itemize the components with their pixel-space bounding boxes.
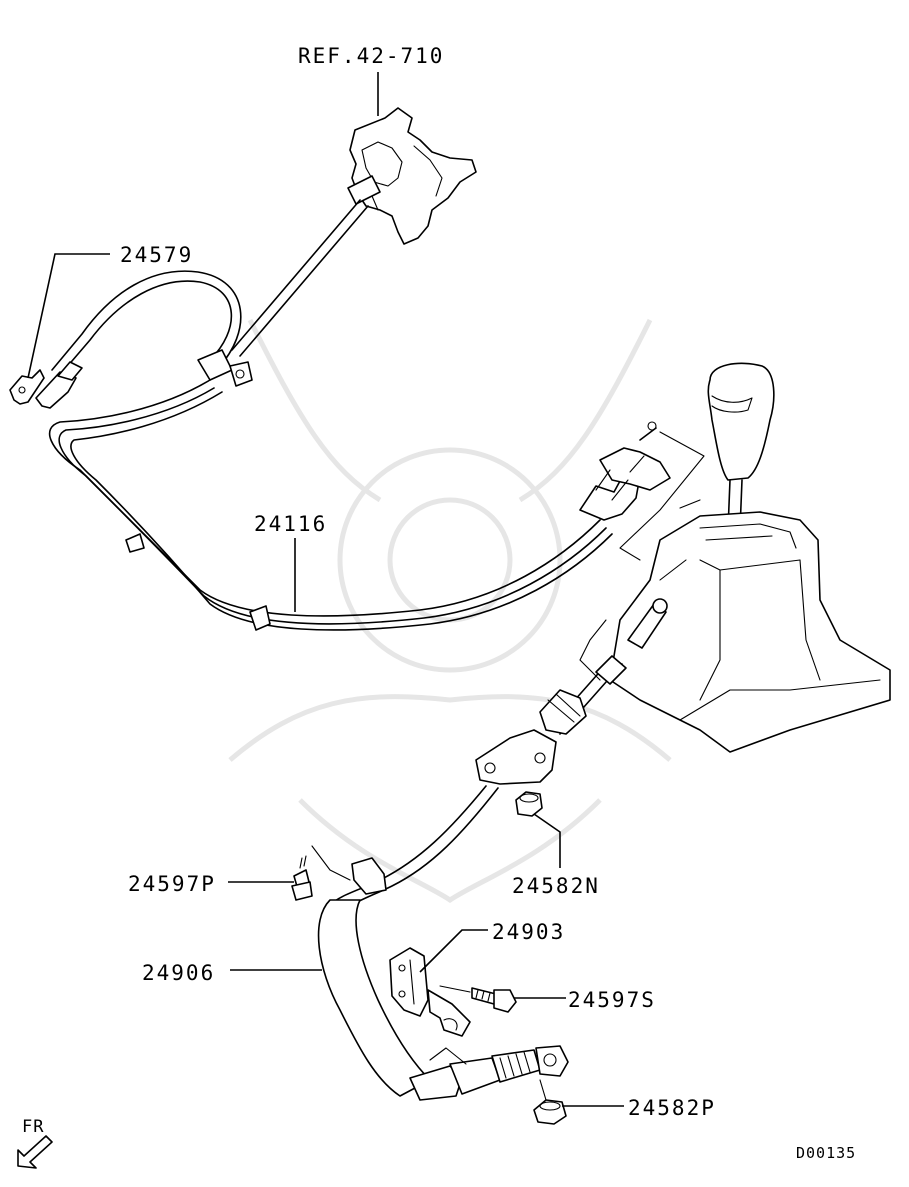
part-label-24597P: 24597P: [128, 872, 216, 896]
ref-assembly: [347, 107, 477, 245]
leader-24582N: [533, 813, 561, 868]
cable-24116: [35, 199, 671, 631]
front-direction-arrow-icon: [17, 1135, 53, 1169]
part-label-24582P: 24582P: [628, 1096, 716, 1120]
part-label-24116: 24116: [254, 512, 327, 536]
bolt-24597P: [291, 845, 351, 901]
leader-lines: [27, 72, 624, 1107]
part-label-24903: 24903: [492, 920, 565, 944]
part-label-24906: 24906: [142, 961, 215, 985]
part-label-24597S: 24597S: [568, 988, 656, 1012]
watermark-emblem: [228, 318, 672, 904]
part-label-24582N: 24582N: [512, 874, 600, 898]
diagram-code: D00135: [796, 1144, 856, 1162]
clip-24579: [9, 369, 45, 405]
ref-label: REF.42-710: [298, 44, 444, 68]
leader-24579: [27, 253, 110, 379]
direction-label: FR: [22, 1117, 44, 1137]
leader-24903: [419, 929, 488, 973]
nut-24582P: [533, 1079, 567, 1125]
bracket-24903: [389, 947, 471, 1065]
bolt-24597S: [439, 985, 517, 1013]
indicator-lines: [619, 431, 705, 561]
shifter-assembly: [579, 362, 891, 753]
part-label-24579: 24579: [120, 243, 193, 267]
cable-24906: [317, 598, 668, 1101]
nut-24582N: [515, 791, 543, 817]
